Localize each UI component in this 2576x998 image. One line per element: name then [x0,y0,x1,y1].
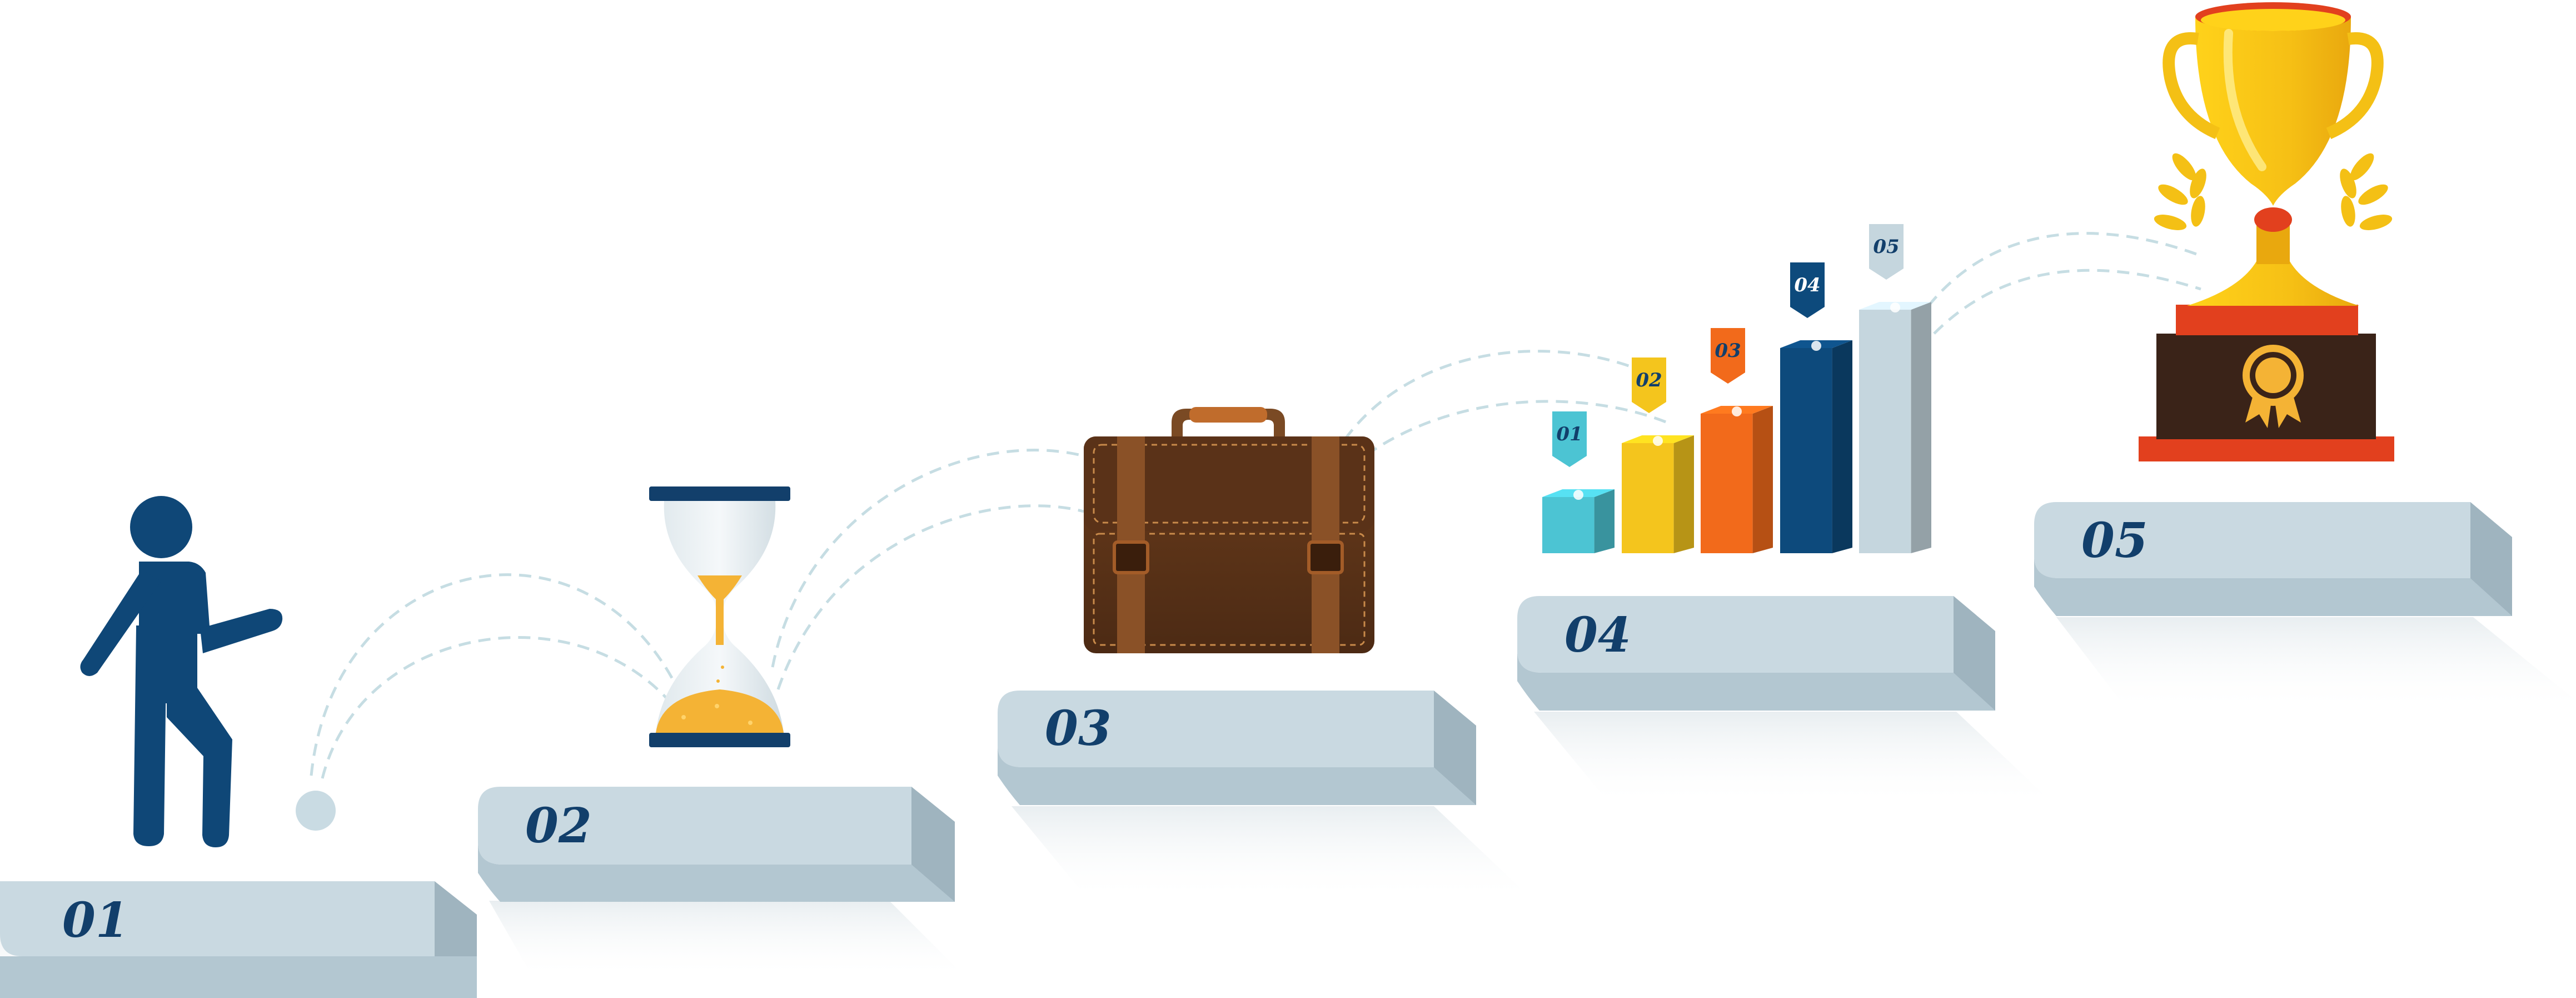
step-top [998,691,1434,767]
step-side [1954,596,1995,711]
hourglass-icon [649,486,790,747]
bar-tag-4: 04 [1790,262,1825,318]
step-side [1434,691,1476,805]
step-label-2: 02 [525,798,592,854]
step-shadow [1534,712,2056,806]
bar-4 [1780,340,1852,553]
bar-tag-1: 01 [1552,411,1587,467]
step-block-1: 01 [0,881,484,998]
step-top [478,787,911,865]
connector-1-2a [310,573,680,776]
connector-3-4a [1343,350,1668,440]
bar-3 [1701,406,1773,553]
step-label-1: 01 [62,892,129,949]
bar-tag-label-4: 04 [1794,274,1820,296]
bar-1 [1542,489,1615,553]
bar-tag-label-5: 05 [1873,236,1899,258]
step-shadow [2056,617,2576,712]
step-label-5: 05 [2081,513,2148,569]
person-walking-icon [80,496,283,847]
step-block-2: 02 [478,787,967,979]
step-front [0,956,477,998]
bar-tag-label-1: 01 [1556,423,1582,445]
step-side [2470,502,2512,616]
connector-4-5b [1933,269,2201,335]
connector-4-5a [1927,232,2201,307]
connector-3-4b [1349,400,1668,468]
connector-1-2b [321,635,679,779]
connector-2-3a [771,449,1084,668]
award-ribbon-icon [2243,345,2304,428]
bar-tag-label-3: 03 [1715,340,1741,362]
step-block-3: 03 [998,691,1534,901]
step-block-4: 04 [1517,596,2056,806]
step-shadow [489,901,967,979]
step-block-5: 05 [2034,502,2576,712]
trophy-icon [2139,2,2394,461]
bar-tag-2: 02 [1632,358,1666,413]
step-label-3: 03 [1045,701,1112,757]
step-top [0,881,435,956]
step-front [2034,556,2512,616]
step-label-4: 04 [1564,607,1631,663]
start-dot [296,791,336,831]
step-side [911,787,955,902]
bar-tag-3: 03 [1711,328,1745,384]
bar-5 [1859,302,1931,553]
bar-tag-5: 05 [1869,224,1904,280]
briefcase-icon [1084,407,1374,653]
bar-2 [1622,435,1694,553]
dashed-connectors [310,232,2201,779]
step-top [1517,596,1954,673]
bar-chart-icon: 01 02 03 04 05 [1542,224,1931,553]
step-front [1517,651,1995,711]
step-shadow [1012,806,1534,901]
connector-2-3b [776,504,1084,690]
step-front [998,745,1476,805]
bar-tag-label-2: 02 [1636,369,1662,391]
step-top [2034,502,2470,578]
step-front [478,842,955,902]
